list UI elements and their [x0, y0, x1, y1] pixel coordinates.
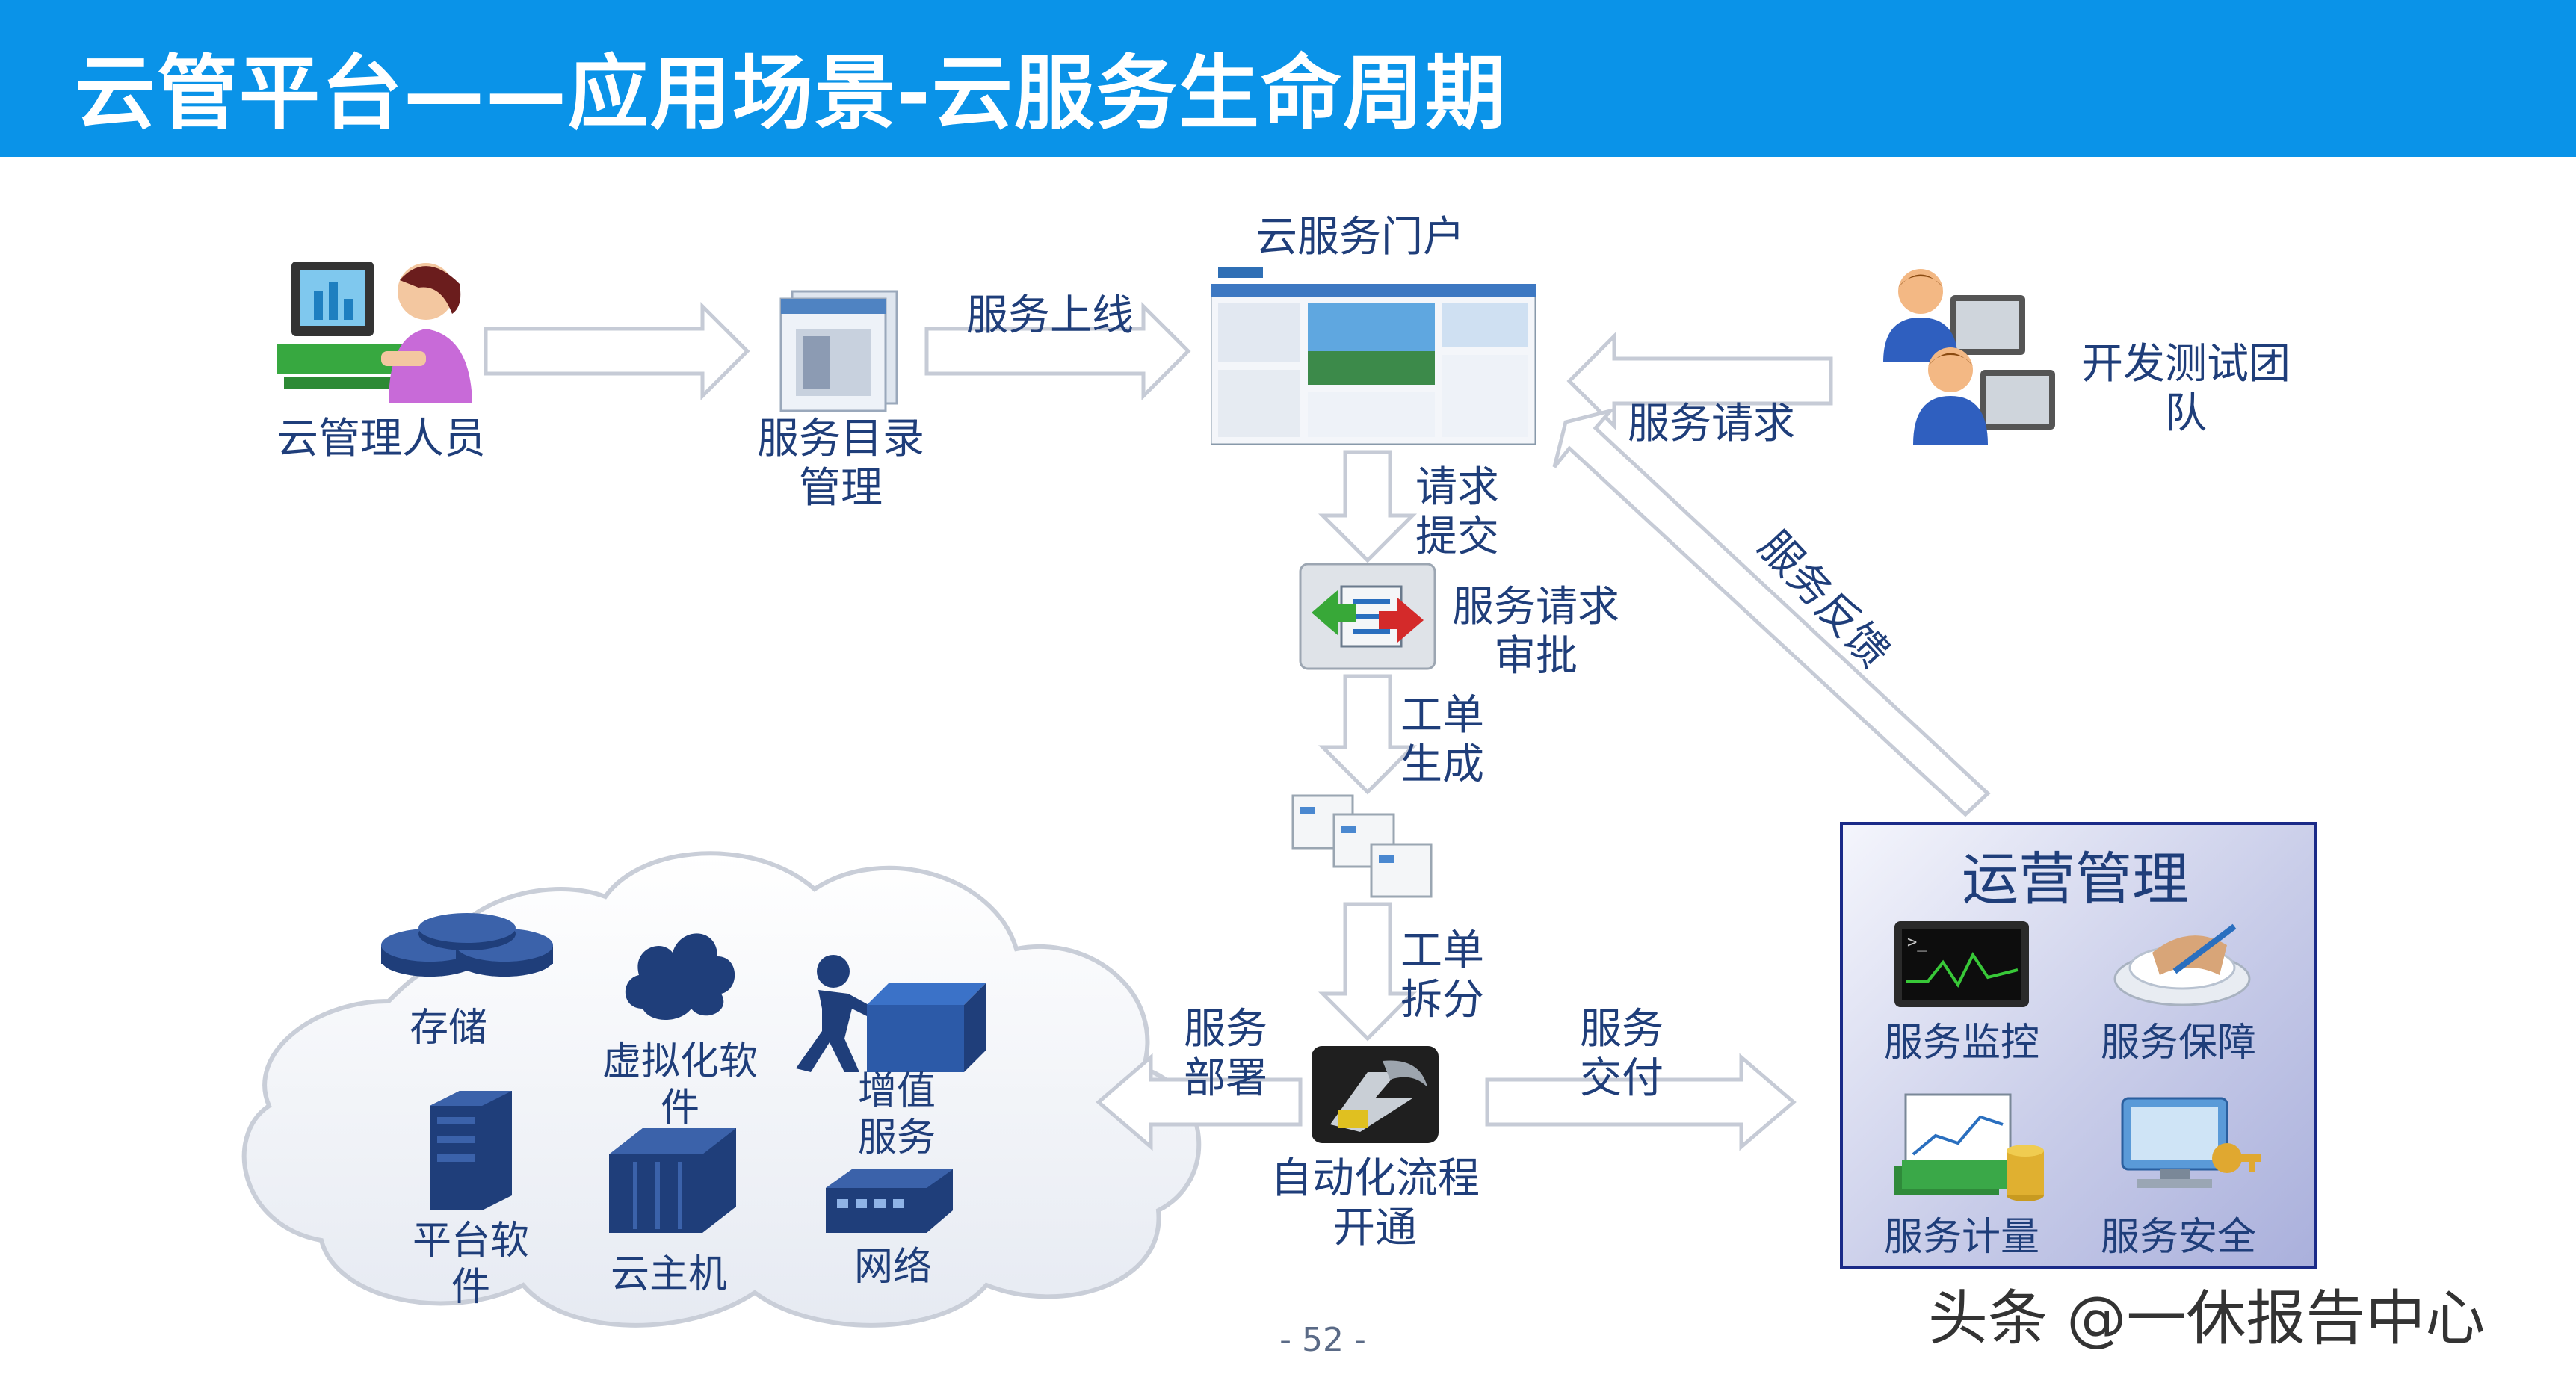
cloud-network-label: 网络: [853, 1245, 932, 1290]
edge-deploy-line2: 部署: [1184, 1054, 1267, 1103]
tickets-icon: [1291, 794, 1433, 898]
edge-ticket-gen-label: 工单 生成: [1390, 691, 1495, 790]
dev-team-label: 开发测试团 队: [2070, 340, 2302, 439]
dev-team-label-line2: 队: [2165, 389, 2207, 438]
edge-deploy-label: 服务 部署: [1173, 1005, 1278, 1104]
edge-submit-line1: 请求: [1415, 463, 1499, 512]
cloud-admin-icon: [277, 262, 472, 403]
catalog-icon: [779, 290, 898, 412]
catalog-label-line1: 服务目录: [757, 415, 924, 463]
cloud-host-icon: [609, 1128, 736, 1233]
edge-deliver-line1: 服务: [1580, 1005, 1664, 1053]
arrow-feedback: [1552, 407, 1991, 817]
page-title: 云管平台——应用场景-云服务生命周期: [75, 47, 1507, 140]
security-icon: [2121, 1097, 2261, 1188]
monitoring-icon: >_: [1894, 921, 2029, 1007]
edge-deliver-label: 服务 交付: [1569, 1005, 1674, 1104]
edge-ticket-gen-line1: 工单: [1400, 691, 1484, 740]
ops-assurance-label: 服务保障: [2100, 1021, 2256, 1065]
ops-metering-label: 服务计量: [1883, 1215, 2039, 1260]
arrow-admin-to-catalog: [484, 301, 750, 401]
catalog-label: 服务目录 管理: [740, 415, 942, 513]
title-bar: 云管平台——应用场景-云服务生命周期: [0, 0, 2576, 157]
arrow-ticket-gen: [1318, 674, 1418, 795]
automation-label-line1: 自动化流程: [1270, 1154, 1480, 1203]
arrow-deploy: [1096, 1053, 1303, 1151]
edge-submit-line2: 提交: [1415, 513, 1499, 561]
cloud-platform-label: 平台软 件: [389, 1218, 553, 1311]
watermark: 头条 @一休报告中心: [1928, 1284, 2486, 1353]
arrow-submit: [1318, 450, 1418, 563]
approval-label-line1: 服务请求: [1452, 583, 1619, 631]
ops-security-label: 服务安全: [2100, 1215, 2256, 1260]
dev-team-icon: [1883, 269, 2055, 445]
automation-icon: [1312, 1046, 1439, 1143]
virtualization-icon: [625, 933, 735, 1020]
network-icon: [826, 1169, 953, 1233]
ops-title: 运营管理: [1962, 846, 2189, 912]
edge-deliver-line2: 交付: [1580, 1054, 1664, 1103]
cloud-storage-label: 存储: [409, 1006, 487, 1051]
automation-label-line2: 开通: [1333, 1204, 1417, 1252]
edge-request-label: 服务请求: [1628, 400, 1795, 448]
arrow-catalog-to-portal: [924, 301, 1191, 401]
page-number: - 52 -: [1279, 1321, 1366, 1359]
arrow-team-to-portal: [1566, 331, 1833, 431]
platform-icon: [430, 1091, 512, 1210]
approval-icon: [1299, 563, 1436, 670]
edge-deploy-line1: 服务: [1184, 1005, 1267, 1053]
portal-screenshot-icon: [1211, 262, 1536, 445]
edge-ticket-gen-line2: 生成: [1400, 740, 1484, 789]
cloud-platform-line1: 平台软: [412, 1219, 529, 1263]
dev-team-label-line1: 开发测试团: [2081, 340, 2291, 389]
value-added-icon: [796, 955, 986, 1072]
cloud-value-added-label: 增值 服务: [815, 1068, 979, 1161]
svg-text:>_: >_: [1907, 933, 1927, 952]
automation-label: 自动化流程 开通: [1255, 1154, 1495, 1253]
cloud-host-label: 云主机: [610, 1252, 727, 1297]
cloud-virtualization-line2: 件: [660, 1086, 699, 1130]
edge-ticket-split-label: 工单 拆分: [1390, 926, 1495, 1025]
arrow-ticket-split: [1318, 902, 1418, 1042]
cloud-virtualization-line1: 虚拟化软: [602, 1039, 758, 1084]
edge-ticket-split-line2: 拆分: [1400, 976, 1484, 1024]
catalog-label-line2: 管理: [799, 464, 883, 513]
ops-monitoring-label: 服务监控: [1883, 1021, 2039, 1065]
edge-ticket-split-line1: 工单: [1400, 926, 1484, 975]
portal-label: 云服务门户: [1255, 213, 1465, 262]
metering-icon: [1894, 1093, 2044, 1201]
approval-label-line2: 审批: [1494, 632, 1578, 681]
edge-submit-label: 请求 提交: [1405, 463, 1510, 562]
cloud-value-added-line2: 服务: [857, 1116, 936, 1160]
cloud-virtualization-label: 虚拟化软 件: [583, 1039, 777, 1131]
edge-online-label: 服务上线: [966, 291, 1134, 340]
approval-label: 服务请求 审批: [1442, 583, 1629, 681]
cloud-value-added-line1: 增值: [857, 1069, 936, 1114]
arrow-deliver: [1485, 1053, 1797, 1151]
cloud-admin-label: 云管理人员: [277, 415, 486, 463]
assurance-icon: [2113, 923, 2251, 1006]
storage-icon: [381, 913, 553, 977]
cloud-platform-line2: 件: [451, 1265, 490, 1310]
